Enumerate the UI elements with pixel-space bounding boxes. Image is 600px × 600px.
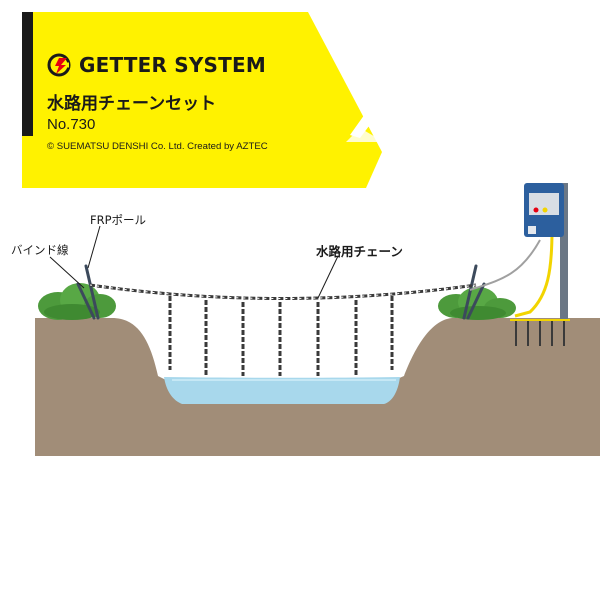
water bbox=[164, 377, 400, 404]
left-frp-pole bbox=[76, 264, 100, 320]
label-waterway-chain: 水路用チェーン bbox=[316, 244, 403, 259]
header-banner bbox=[22, 12, 386, 188]
brand: GETTER SYSTEM bbox=[47, 53, 266, 77]
product-number: No.730 bbox=[47, 116, 96, 133]
label-frp-pole: FRPポール bbox=[90, 213, 147, 227]
brand-name: GETTER SYSTEM bbox=[79, 53, 266, 77]
energizer-post bbox=[560, 183, 568, 320]
ground-rods bbox=[515, 320, 565, 346]
energizer-icon bbox=[524, 183, 564, 237]
hanging-chains bbox=[168, 296, 394, 376]
lead-wire bbox=[469, 239, 541, 291]
getter-logo-icon bbox=[47, 53, 71, 77]
leader-lines bbox=[49, 225, 339, 299]
right-bush bbox=[438, 287, 516, 320]
copyright-text: © SUEMATSU DENSHI Co. Ltd. Created by AZ… bbox=[47, 141, 268, 152]
main-chain bbox=[89, 283, 477, 300]
ground-cable bbox=[514, 229, 554, 318]
label-bind-wire: バインド線 bbox=[11, 243, 69, 257]
product-title: 水路用チェーンセット bbox=[47, 94, 217, 114]
right-frp-pole bbox=[462, 264, 486, 320]
left-bush bbox=[38, 283, 116, 320]
